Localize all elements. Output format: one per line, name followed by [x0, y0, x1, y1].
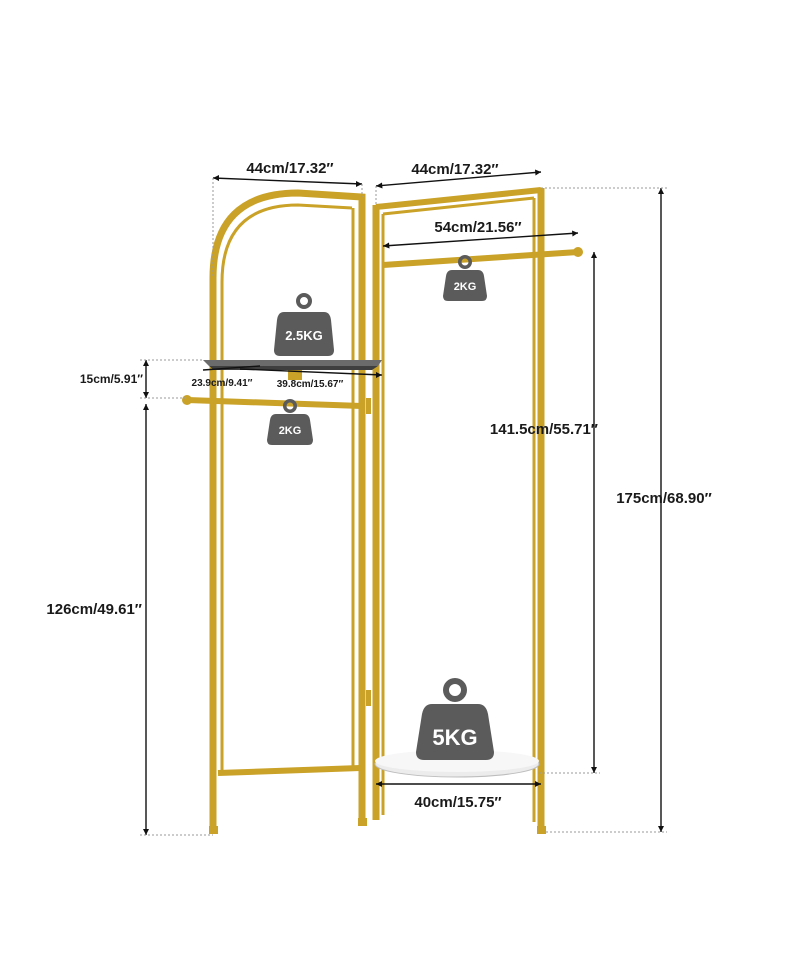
- total-height-label: 175cm/68.90″: [616, 490, 712, 507]
- right-width-dimension: 44cm/17.32″: [375, 161, 542, 205]
- base-weight-label: 5KG: [432, 725, 477, 750]
- shelf-gap-label: 15cm/5.91″: [80, 372, 143, 386]
- lower-rod-weight-label: 2KG: [279, 425, 302, 437]
- shelf-size-dimension: 23.9cm/9.41″ 39.8cm/15.67″: [192, 365, 383, 390]
- top-rod-weight-label: 2KG: [454, 281, 477, 293]
- top-hanging-rod: [382, 247, 583, 268]
- shelf-weight-icon: 2.5KG: [274, 293, 334, 356]
- rod-height-dimension: 141.5cm/55.71″: [490, 252, 600, 774]
- total-height-dimension: 175cm/68.90″: [541, 187, 712, 833]
- base-diameter-label: 40cm/15.75″: [414, 794, 501, 811]
- right-panel-frame: [366, 187, 546, 834]
- right-width-label: 44cm/17.32″: [411, 161, 498, 178]
- lower-rod-height-dimension: 126cm/49.61″: [46, 404, 213, 836]
- top-rod-weight-icon: 2KG: [443, 255, 487, 301]
- rod-height-label: 141.5cm/55.71″: [490, 421, 598, 438]
- left-panel-frame: [209, 189, 367, 834]
- lower-hanging-rod: [182, 395, 363, 409]
- left-width-dimension: 44cm/17.32″: [212, 160, 363, 278]
- top-rod-label: 54cm/21.56″: [434, 219, 521, 236]
- lower-rod-height-label: 126cm/49.61″: [46, 601, 142, 618]
- top-rod-dimension: 54cm/21.56″: [382, 219, 579, 249]
- shelf-gap-dimension: 15cm/5.91″: [80, 359, 203, 399]
- shelf: [203, 360, 382, 380]
- base-weight-icon: 5KG: [416, 678, 494, 760]
- base-diameter-dimension: 40cm/15.75″: [376, 781, 541, 811]
- lower-rod-weight-icon: 2KG: [267, 399, 313, 445]
- left-width-label: 44cm/17.32″: [246, 160, 333, 177]
- shelf-depth-label: 23.9cm/9.41″: [192, 378, 253, 389]
- shelf-weight-label: 2.5KG: [285, 328, 323, 343]
- shelf-width-label: 39.8cm/15.67″: [277, 379, 344, 390]
